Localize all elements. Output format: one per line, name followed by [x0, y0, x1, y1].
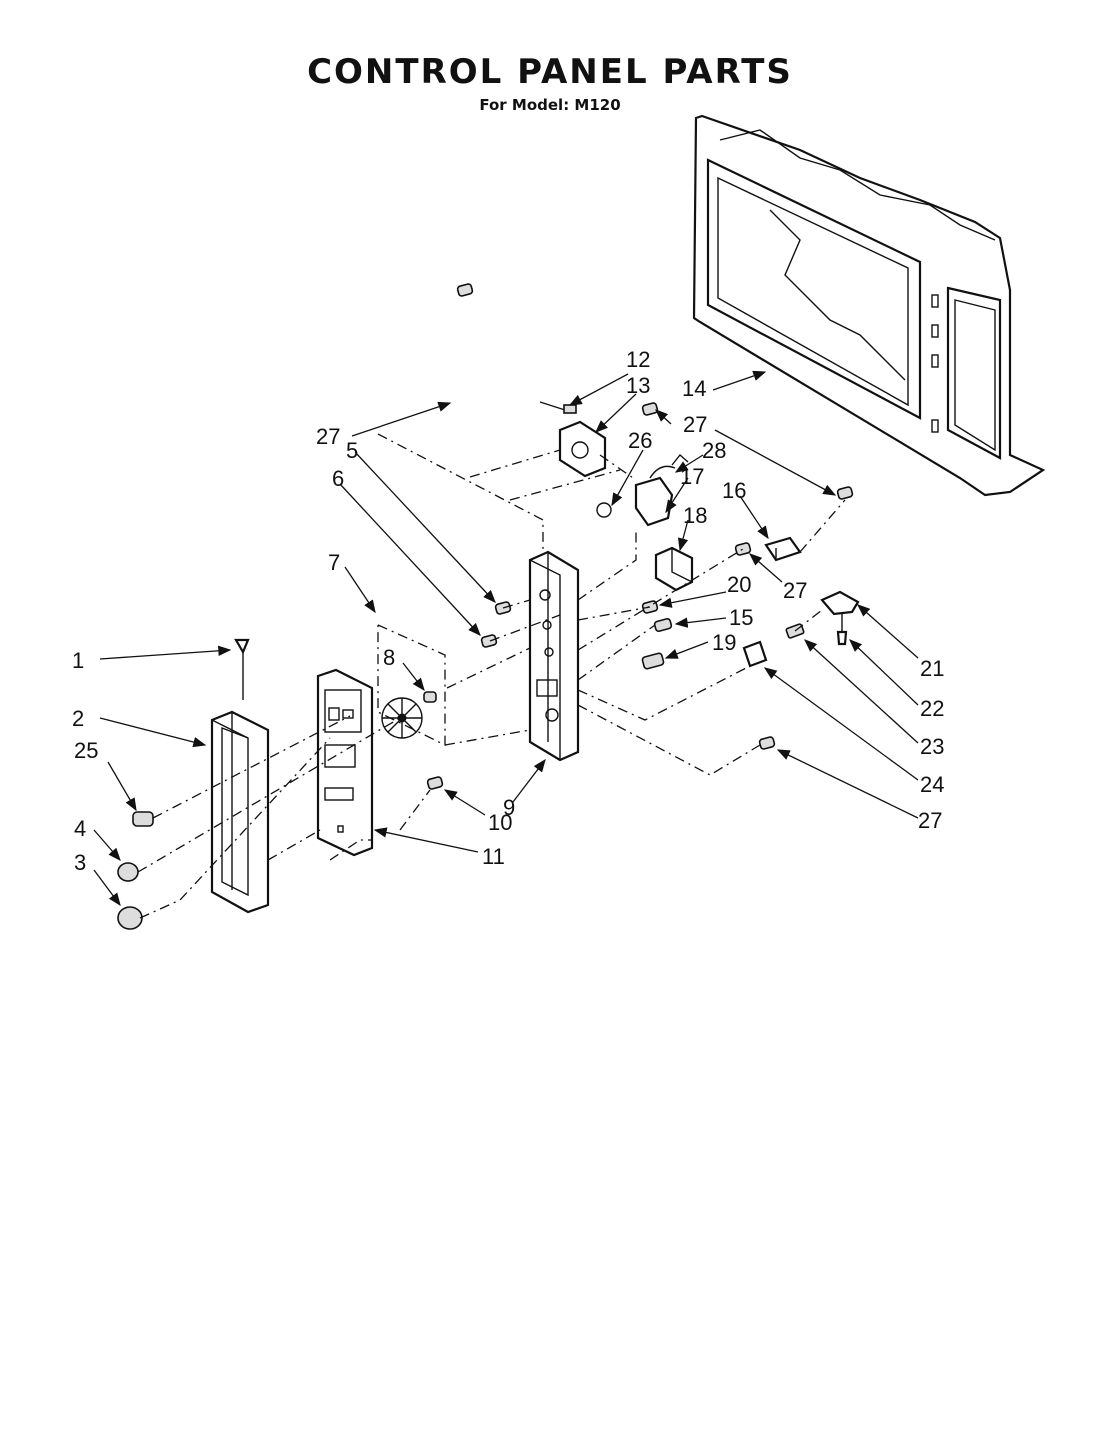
fuse-holder-part: [764, 536, 802, 562]
control-panel-overlay-part: [316, 668, 374, 857]
main-bracket-part: [528, 550, 580, 762]
callout-27-top-left: 27: [316, 424, 340, 449]
relay-part: [654, 546, 694, 592]
callout-28: 28: [702, 438, 726, 463]
assembly-lines: [137, 433, 846, 919]
callout-13: 13: [626, 373, 650, 398]
callout-11: 11: [482, 844, 505, 869]
callout-27-middle: 27: [783, 578, 807, 603]
callout-12: 12: [626, 347, 650, 372]
callout-26: 26: [628, 428, 652, 453]
diagram-title: CONTROL PANEL PARTS: [307, 52, 793, 92]
callout-8: 8: [383, 645, 395, 670]
callout-16: 16: [722, 478, 746, 503]
callout-25: 25: [74, 738, 98, 763]
callout-6: 6: [332, 466, 344, 491]
callout-labels: 1 2 25 4 3 5 6 7 8 9 10 11 12 13 14 27 2…: [72, 347, 944, 875]
callout-2: 2: [72, 706, 84, 731]
front-frame-part: [692, 114, 1046, 497]
switch-part: [539, 401, 607, 478]
callout-24: 24: [920, 772, 944, 797]
latch-parts: [742, 590, 860, 668]
callout-21: 21: [920, 656, 944, 681]
callout-5: 5: [346, 438, 358, 463]
callout-4: 4: [74, 816, 86, 841]
callout-18: 18: [683, 503, 707, 528]
callout-20: 20: [727, 572, 751, 597]
model-subtitle: For Model: M120: [479, 96, 621, 114]
callout-1: 1: [72, 648, 84, 673]
callout-22: 22: [920, 696, 944, 721]
callout-23: 23: [920, 734, 944, 759]
callout-14: 14: [682, 376, 706, 401]
callout-27-bottom: 27: [918, 808, 942, 833]
control-frame-part: [210, 710, 270, 914]
callout-3: 3: [74, 850, 86, 875]
callout-15: 15: [729, 605, 753, 630]
callout-7: 7: [328, 550, 340, 575]
callout-27-top-right: 27: [683, 412, 707, 437]
callout-9: 9: [503, 795, 515, 820]
callout-17: 17: [680, 464, 704, 489]
thermal-switch-part: [596, 453, 689, 527]
dial-assembly-part: [377, 623, 446, 747]
leader-lines: [93, 370, 919, 907]
callout-10: 10: [488, 810, 512, 835]
callout-19: 19: [712, 630, 736, 655]
